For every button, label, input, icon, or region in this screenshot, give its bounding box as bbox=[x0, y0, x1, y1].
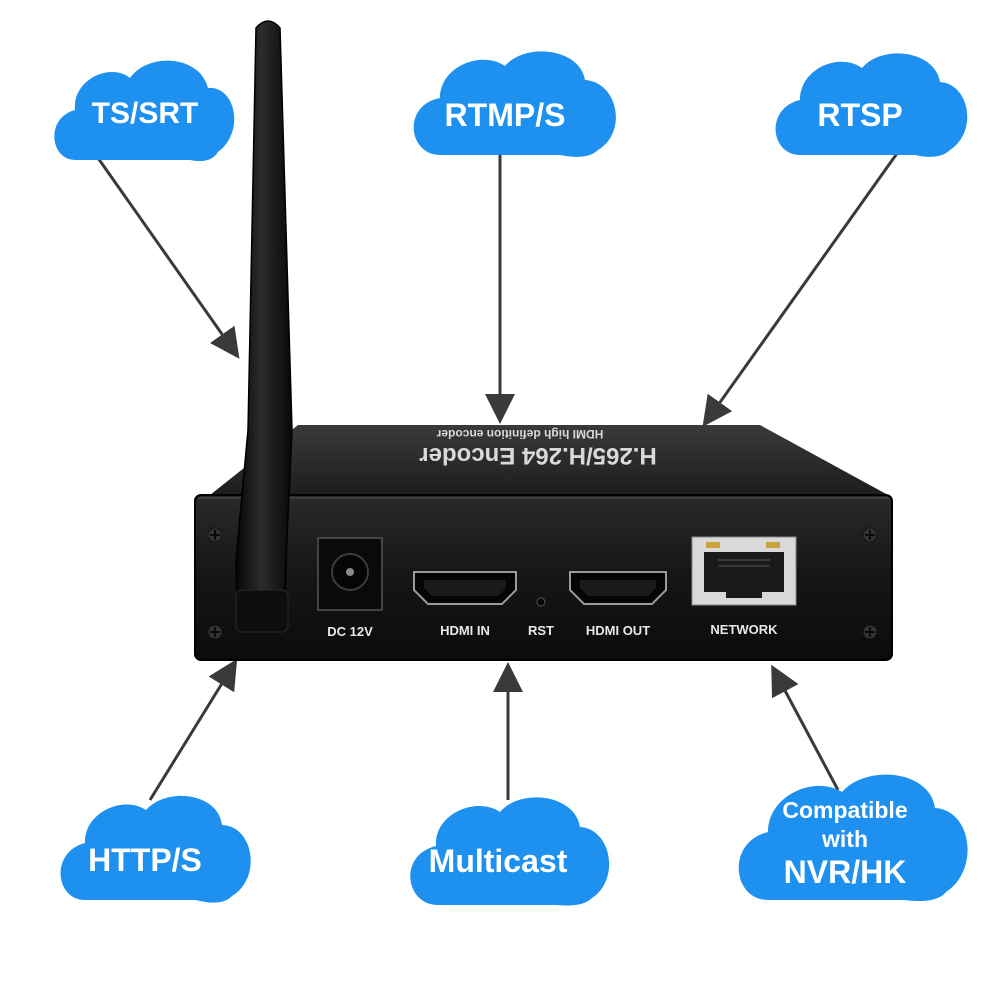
connector-arrows bbox=[96, 151, 900, 801]
screw-icon bbox=[207, 527, 223, 543]
arrow-http-s bbox=[148, 658, 238, 801]
device-top-subtitle: HDMI high definition encoder bbox=[436, 427, 603, 441]
cloud-http-s: HTTP/S bbox=[60, 795, 251, 903]
encoder-device: H.265/H.264 Encoder HDMI high definition… bbox=[194, 425, 893, 661]
cloud-label-rtsp: RTSP bbox=[817, 97, 902, 133]
ethernet-port-icon bbox=[691, 536, 797, 606]
hdmi-out-port-icon bbox=[569, 571, 667, 605]
cloud-label-compatible-line2: with bbox=[821, 826, 868, 852]
arrow-ts-srt bbox=[96, 157, 240, 359]
cloud-label-rtmp-s: RTMP/S bbox=[445, 97, 566, 133]
cloud-rtsp: RTSP bbox=[775, 53, 968, 157]
port-label-hdmi-out: HDMI OUT bbox=[586, 623, 650, 638]
port-label-hdmi-in: HDMI IN bbox=[440, 623, 490, 638]
cloud-label-http-s: HTTP/S bbox=[88, 842, 202, 878]
screw-icon bbox=[207, 624, 223, 640]
cloud-label-compatible-line1: Compatible bbox=[782, 797, 907, 823]
cloud-label-multicast: Multicast bbox=[429, 843, 568, 879]
cloud-rtmp-s: RTMP/S bbox=[413, 51, 616, 157]
cloud-label-ts-srt: TS/SRT bbox=[92, 97, 199, 130]
arrow-rtsp bbox=[702, 151, 900, 427]
dc-jack-icon bbox=[317, 537, 383, 611]
screw-icon bbox=[862, 624, 878, 640]
hdmi-in-port-icon bbox=[413, 571, 517, 605]
device-top-title: H.265/H.264 Encoder bbox=[419, 442, 656, 469]
cloud-label-compatible-line3: NVR/HK bbox=[784, 854, 907, 890]
arrow-compatible bbox=[771, 664, 840, 791]
cloud-ts-srt: TS/SRT bbox=[54, 60, 235, 162]
screw-icon bbox=[862, 527, 878, 543]
cloud-multicast: Multicast bbox=[410, 797, 610, 906]
device-top-face bbox=[210, 425, 888, 495]
port-label-network: NETWORK bbox=[710, 622, 778, 637]
port-label-rst: RST bbox=[528, 623, 554, 638]
port-label-dc: DC 12V bbox=[327, 624, 373, 639]
reset-button-icon bbox=[536, 597, 546, 607]
cloud-compatible: Compatible with NVR/HK bbox=[738, 774, 968, 902]
antenna-icon bbox=[235, 20, 293, 633]
device-front-face bbox=[194, 494, 893, 661]
